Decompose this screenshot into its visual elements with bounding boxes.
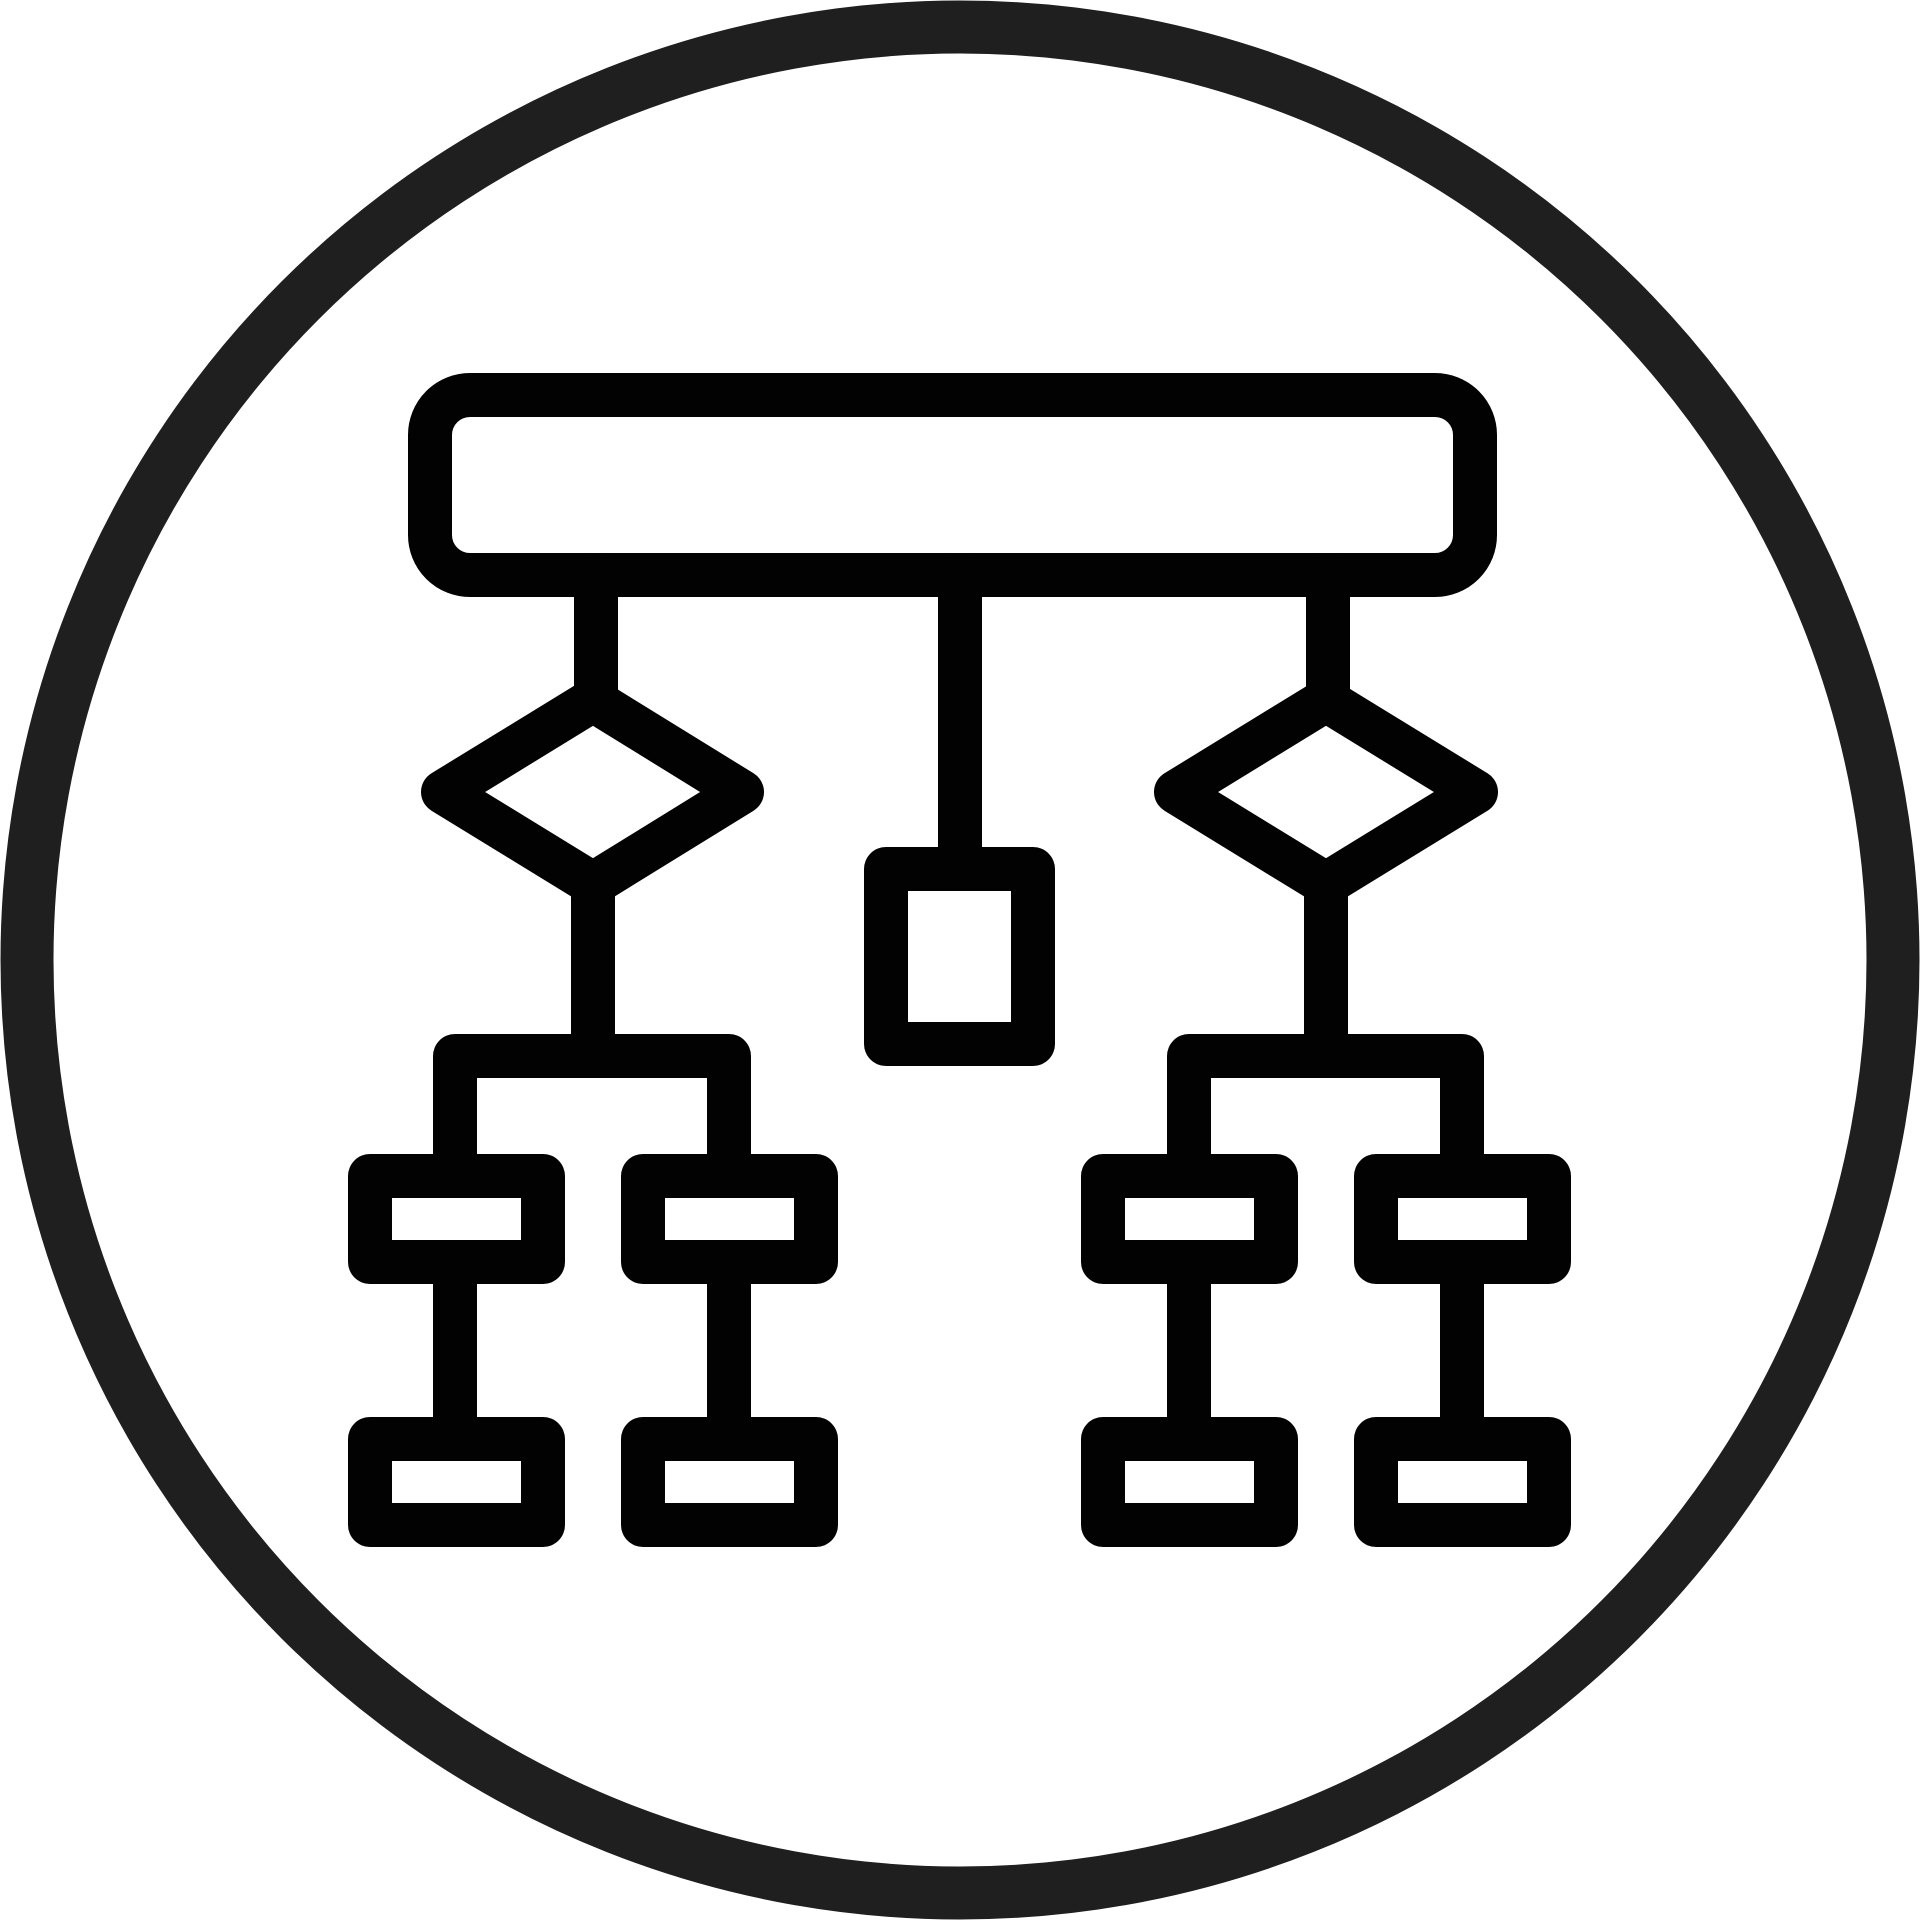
node-left-b-bottom	[621, 1417, 838, 1547]
branch-bracket-left	[433, 1034, 751, 1198]
process-box-center	[864, 847, 1055, 1066]
node-right-b-bottom	[1354, 1417, 1571, 1547]
branch-bracket-right	[1167, 1034, 1484, 1198]
decision-diamond-left	[421, 678, 764, 906]
node-left-a-bottom	[348, 1417, 565, 1547]
node-right-a-bottom	[1081, 1417, 1298, 1547]
header-box	[408, 373, 1497, 597]
decision-diamond-right	[1154, 678, 1498, 906]
